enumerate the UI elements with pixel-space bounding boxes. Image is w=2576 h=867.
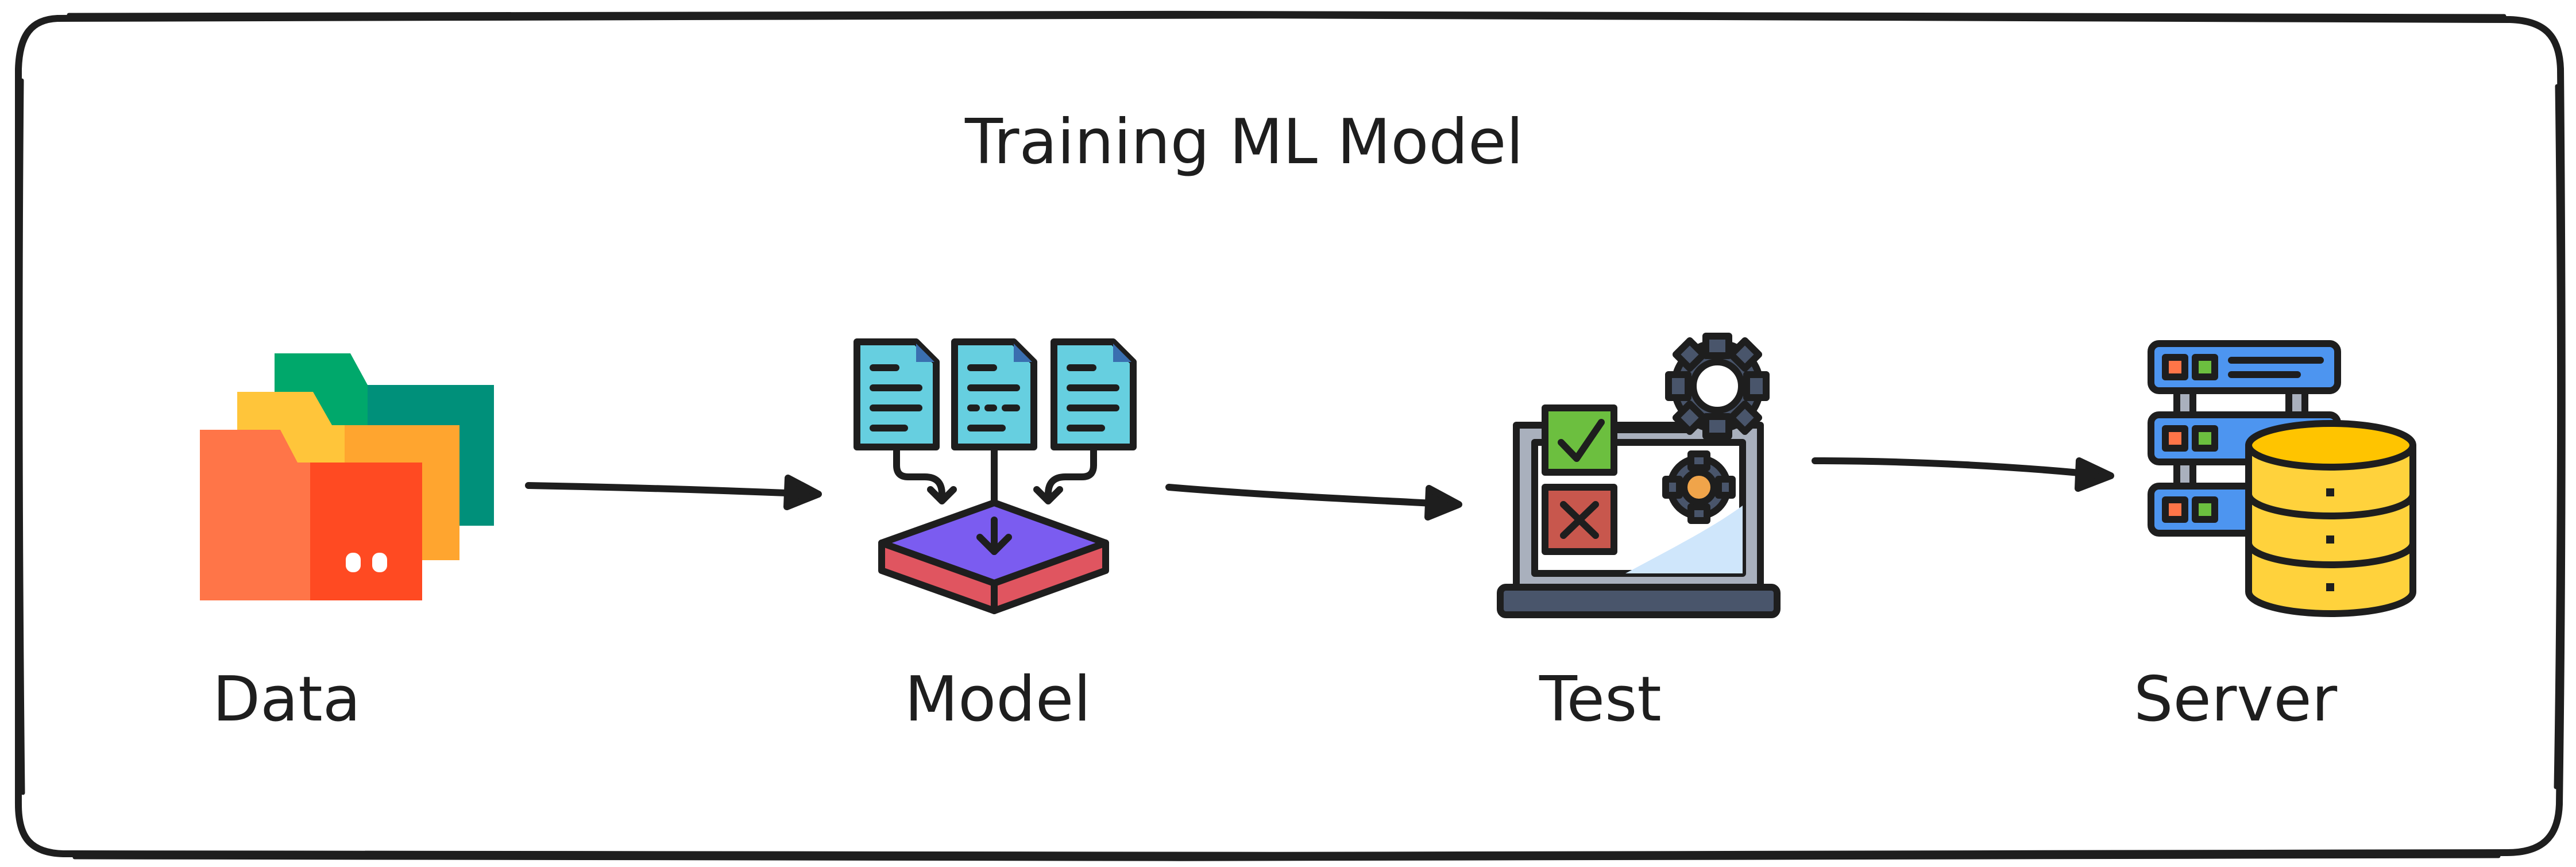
server-database-icon bbox=[2148, 340, 2416, 617]
diagram-title: Training ML Model bbox=[965, 106, 1524, 178]
laptop-test-icon bbox=[1497, 333, 1781, 618]
arrow-model-to-test bbox=[1165, 484, 1462, 521]
arrow-data-to-model bbox=[525, 475, 822, 510]
frame bbox=[13, 10, 2566, 861]
step-label-server: Server bbox=[2134, 664, 2338, 735]
folders-icon bbox=[200, 353, 494, 600]
gear-small bbox=[1662, 450, 1736, 524]
arrow-test-to-server bbox=[1812, 457, 2114, 492]
step-label-model: Model bbox=[905, 664, 1091, 735]
model-training-icon bbox=[853, 338, 1137, 614]
step-label-data: Data bbox=[213, 664, 361, 735]
gear-large bbox=[1665, 333, 1770, 440]
step-label-test: Test bbox=[1539, 664, 1662, 735]
